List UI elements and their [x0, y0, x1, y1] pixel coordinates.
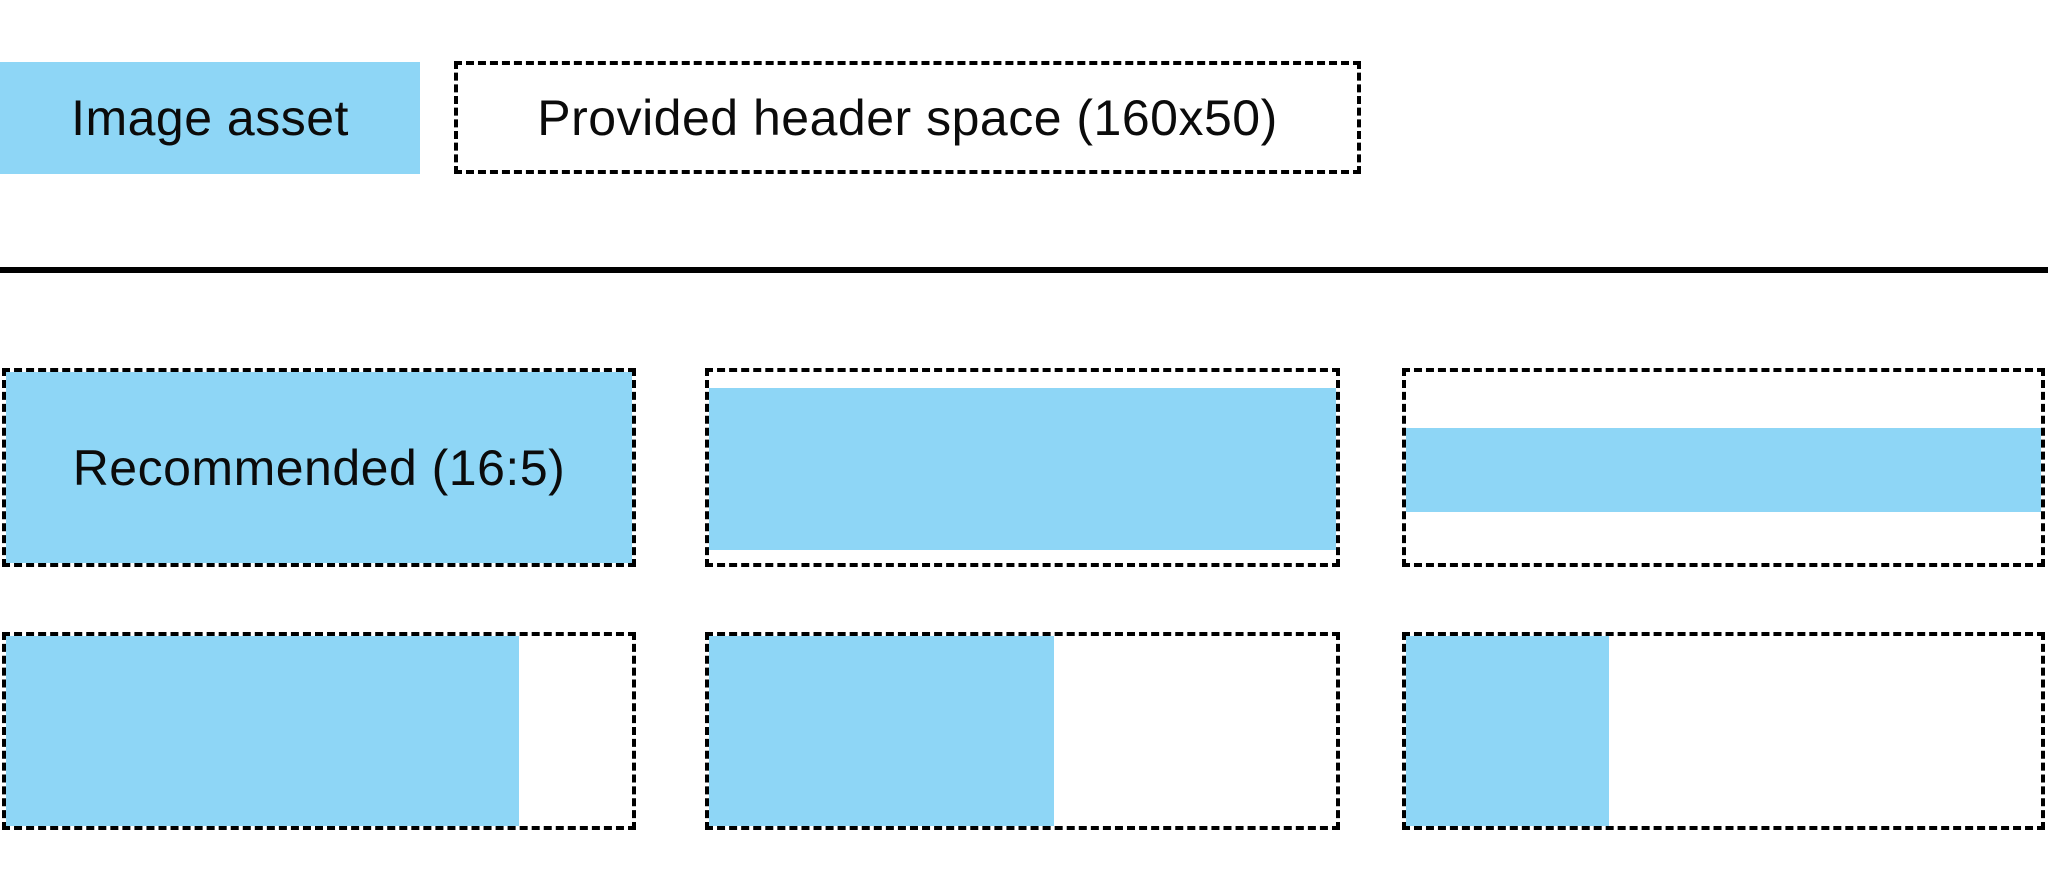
provided-header-space-box: Provided header space (160x50) [454, 61, 1361, 174]
example-box-full-width-tall-band [705, 368, 1340, 567]
image-asset-fill [1406, 428, 2041, 512]
example-box-full-width-short-band [1402, 368, 2045, 567]
provided-header-space-label: Provided header space (160x50) [537, 89, 1278, 146]
image-asset-fill [709, 388, 1336, 550]
image-asset-fill [1406, 636, 1610, 826]
image-asset-fill [6, 636, 520, 826]
example-box-recommended: Recommended (16:5) [2, 368, 636, 567]
section-divider [0, 267, 2048, 273]
example-box-full-height-82pct-width [2, 632, 636, 830]
example-box-full-height-32pct-width [1402, 632, 2045, 830]
image-asset-label: Image asset [71, 90, 349, 146]
image-asset-fill [6, 372, 632, 563]
example-box-full-height-55pct-width [705, 632, 1340, 830]
image-asset-swatch: Image asset [0, 62, 420, 174]
image-asset-fill [709, 636, 1054, 826]
recommended-ratio-label: Recommended (16:5) [72, 439, 566, 496]
